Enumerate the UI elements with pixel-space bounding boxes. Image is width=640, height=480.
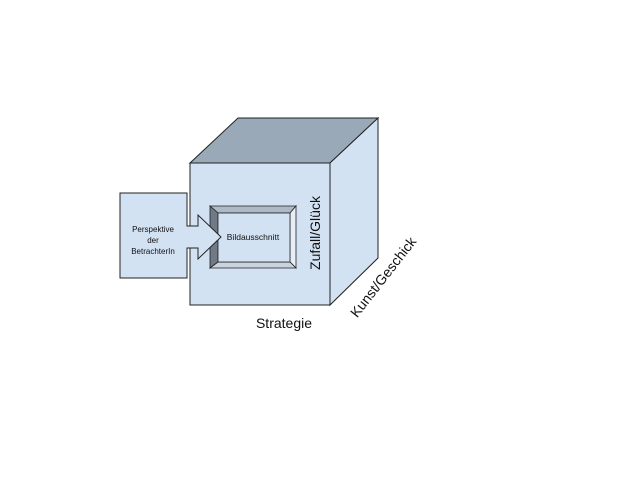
perspective-callout <box>119 192 222 279</box>
frame-label: Bildausschnitt <box>227 232 280 242</box>
perspective-label-line3: BetrachterIn <box>131 247 175 256</box>
perspective-label-line2: der <box>147 236 159 245</box>
axis-label-horizontal: Strategie <box>256 315 312 331</box>
perspective-label-line1: Perspektive <box>132 225 174 234</box>
axis-label-vertical: Zufall/Glück <box>307 195 323 270</box>
